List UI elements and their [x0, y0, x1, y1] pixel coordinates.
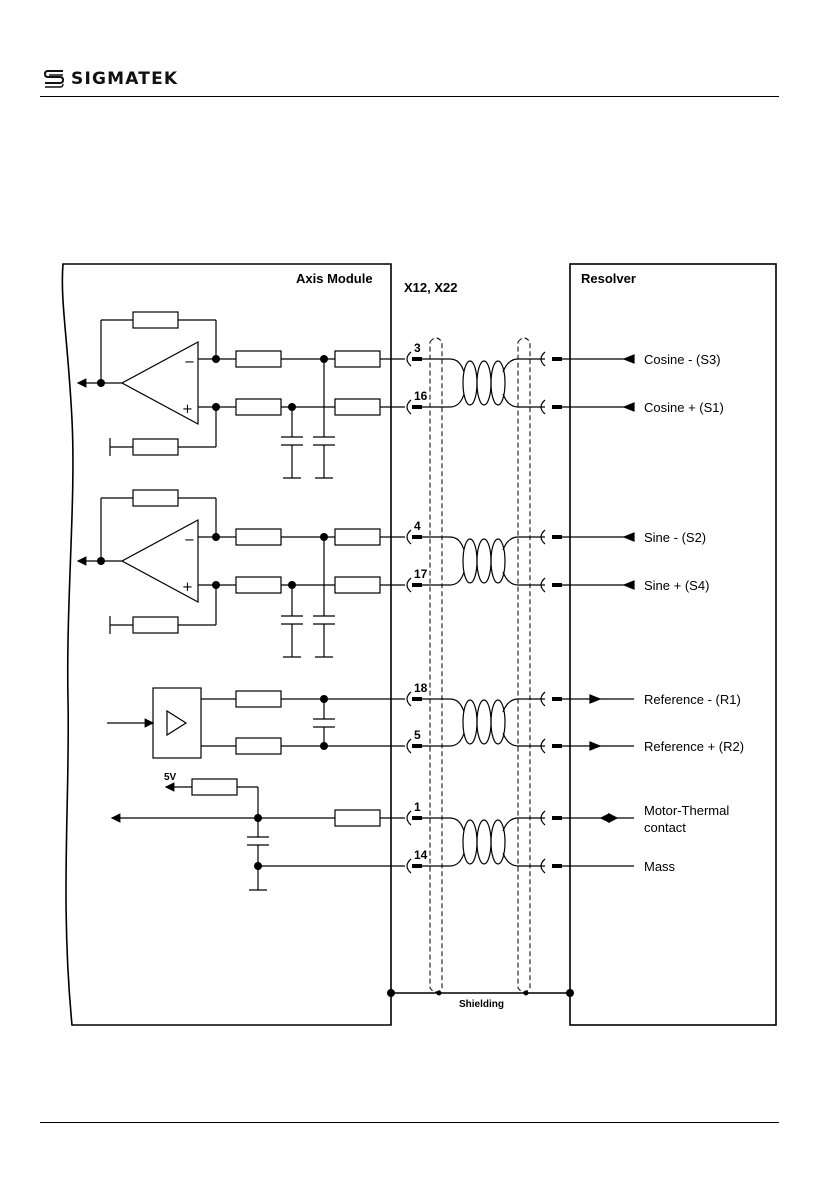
twisted-pair-thermal	[258, 811, 562, 873]
twisted-pair-cosine	[380, 352, 562, 414]
footer-rule	[40, 1122, 779, 1123]
pin-number: 18	[414, 681, 428, 695]
opamp-minus-sign: −	[184, 355, 195, 370]
opamp-sine	[78, 490, 380, 657]
signal-label: Cosine + (S1)	[644, 400, 724, 415]
pin-number: 16	[414, 389, 428, 403]
resolver-signal-lines	[562, 355, 634, 866]
signal-label: contact	[644, 820, 686, 835]
axis-module-label: Axis Module	[296, 271, 373, 286]
opamp-plus-sign: +	[182, 402, 193, 417]
shielding-label: Shielding	[459, 999, 504, 1010]
signal-label: Sine - (S2)	[644, 530, 706, 545]
pin-number: 4	[414, 519, 421, 533]
supply-5v-label: 5V	[164, 772, 177, 783]
signal-label: Sine + (S4)	[644, 578, 709, 593]
pin-number: 3	[414, 341, 421, 355]
reference-driver	[107, 688, 335, 758]
opamp-cosine	[78, 312, 380, 478]
thermal-circuit	[112, 779, 380, 890]
pin-number: 5	[414, 728, 421, 742]
connector-label: X12, X22	[404, 280, 458, 295]
shield-wire	[387, 989, 574, 997]
signal-label: Cosine - (S3)	[644, 352, 721, 367]
signal-label: Mass	[644, 859, 676, 874]
pin-number: 1	[414, 800, 421, 814]
twisted-pair-sine	[380, 530, 562, 592]
twisted-pair-reference	[324, 692, 562, 753]
signal-label: Reference + (R2)	[644, 739, 744, 754]
signal-label: Reference - (R1)	[644, 692, 741, 707]
opamp-plus-sign: +	[182, 580, 193, 595]
cable-shield	[430, 338, 530, 992]
signal-label: Motor-Thermal	[644, 803, 729, 818]
pin-number: 17	[414, 567, 428, 581]
junction-dots-cosine	[97, 355, 328, 411]
pin-number: 14	[414, 848, 428, 862]
axis-module-box	[62, 264, 391, 1025]
resolver-box	[570, 264, 776, 1025]
resolver-label: Resolver	[581, 271, 636, 286]
junction-dots-sine	[97, 533, 328, 589]
opamp-minus-sign: −	[184, 533, 195, 548]
